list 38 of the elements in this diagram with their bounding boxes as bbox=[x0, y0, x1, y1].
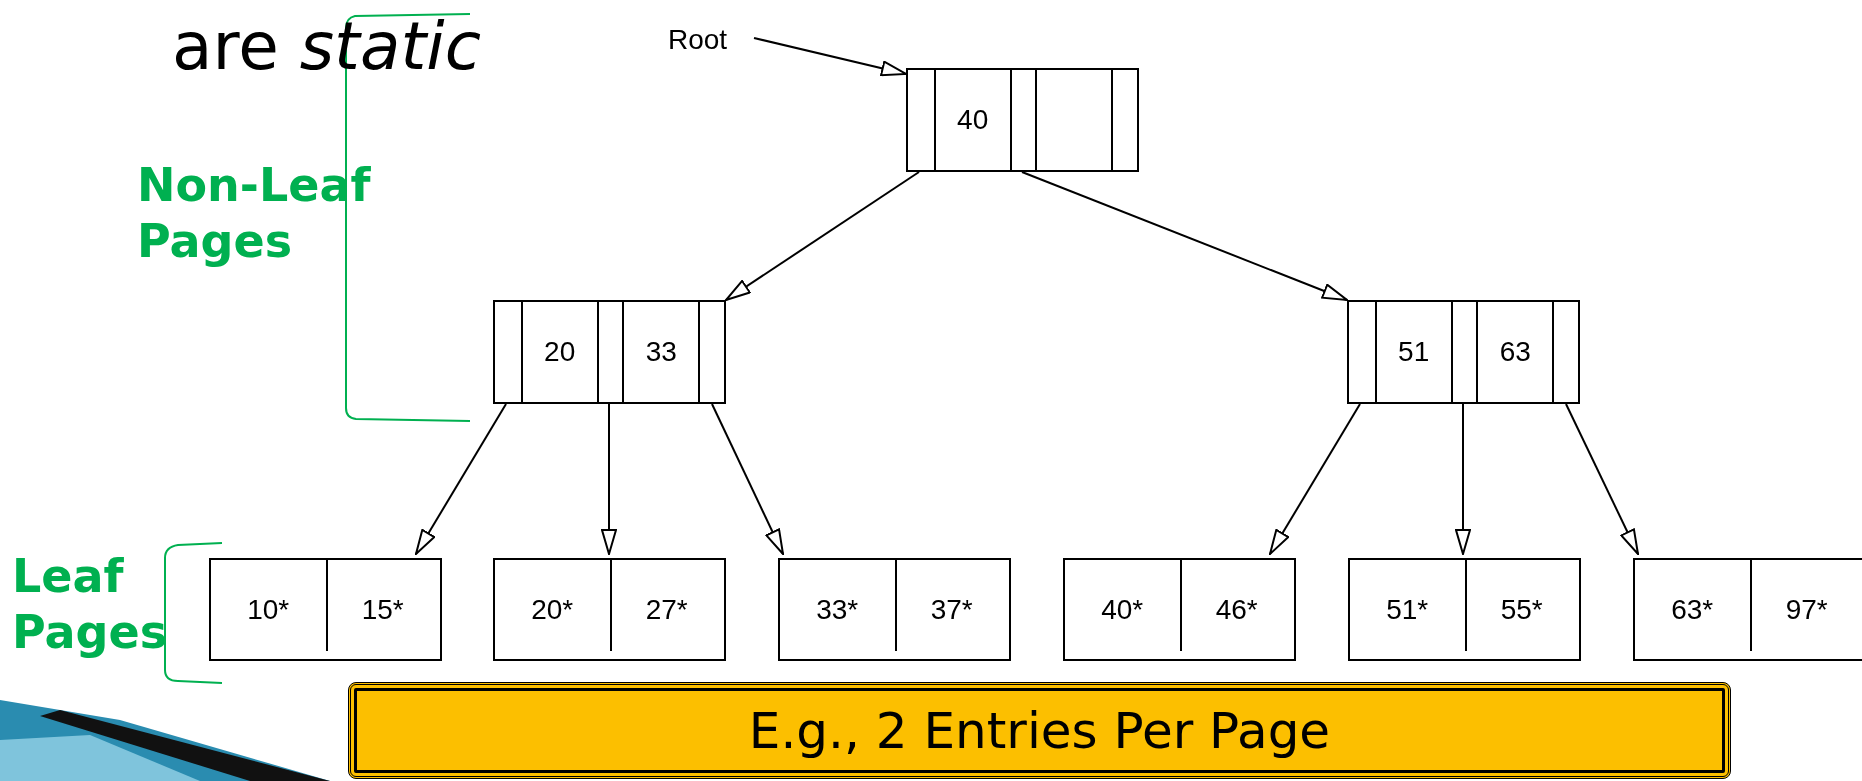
arrow bbox=[711, 403, 784, 555]
index-page-box bbox=[1347, 300, 1580, 404]
data-entry: 63* bbox=[1671, 593, 1714, 626]
arrow bbox=[1455, 403, 1471, 555]
data-entry: 20* bbox=[531, 593, 574, 626]
key-value: 33 bbox=[645, 336, 677, 368]
arrow bbox=[601, 403, 617, 555]
arrow bbox=[1021, 171, 1348, 301]
data-entry: 27* bbox=[645, 593, 688, 626]
root-label: Root bbox=[668, 24, 728, 56]
data-entry: 97* bbox=[1785, 593, 1828, 626]
leaf-page-box bbox=[1633, 558, 1862, 661]
arrow bbox=[415, 403, 507, 555]
data-entry: 55* bbox=[1500, 593, 1543, 626]
key-value: 51 bbox=[1398, 336, 1430, 368]
leaf-page-box bbox=[209, 558, 442, 661]
arrow bbox=[753, 37, 907, 77]
data-entry: 40* bbox=[1101, 593, 1144, 626]
arrow bbox=[725, 171, 920, 301]
data-entry: 10* bbox=[247, 593, 290, 626]
data-entry: 15* bbox=[361, 593, 404, 626]
leaf-page-box bbox=[778, 558, 1011, 661]
data-entry: 37* bbox=[930, 593, 973, 626]
key-value: 20 bbox=[544, 336, 576, 368]
section-label: Leaf Pages bbox=[12, 548, 169, 661]
leaf-page-box bbox=[1063, 558, 1296, 661]
index-page-box bbox=[493, 300, 726, 404]
arrow bbox=[1565, 403, 1639, 555]
index-page-box bbox=[906, 68, 1139, 172]
leaf-page-box bbox=[493, 558, 726, 661]
data-entry: 46* bbox=[1215, 593, 1258, 626]
key-value: 63 bbox=[1499, 336, 1531, 368]
callout-banner: E.g., 2 Entries Per Page bbox=[348, 682, 1731, 779]
leaf-page-box bbox=[1348, 558, 1581, 661]
data-entry: 51* bbox=[1386, 593, 1429, 626]
arrow bbox=[1269, 403, 1361, 555]
key-value: 40 bbox=[957, 104, 989, 136]
data-entry: 33* bbox=[816, 593, 859, 626]
